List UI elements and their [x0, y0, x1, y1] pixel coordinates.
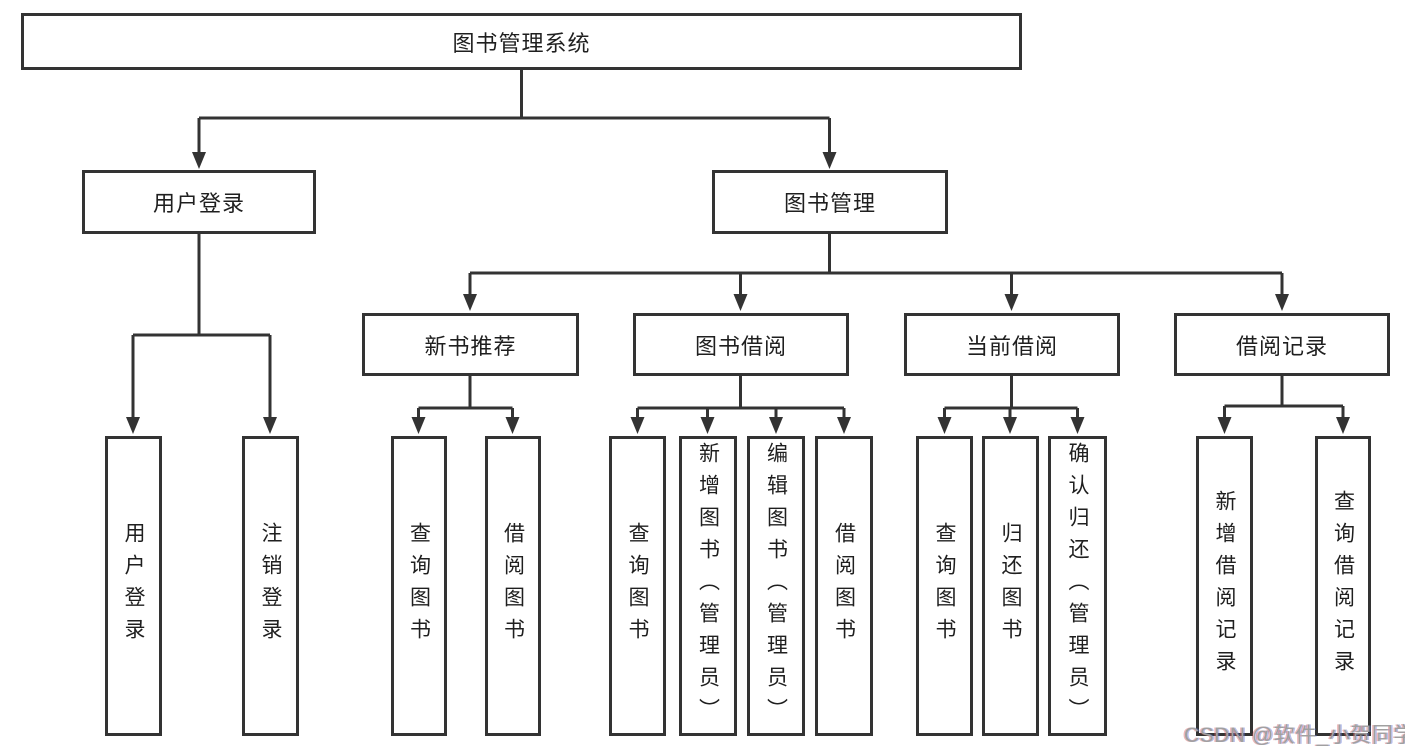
- connector-root-to-level2: [192, 69, 837, 169]
- leaf-confirm-return-admin: 确认归还（管理员）: [1048, 436, 1107, 736]
- connector-book-management-to-level3: [463, 233, 1289, 311]
- watermark: CSDN @软件_小贺同学: [1184, 724, 1405, 747]
- leaf-edit-books-admin: 编辑图书（管理员）: [747, 436, 805, 736]
- connector-current-borrow-children: [937, 375, 1085, 434]
- leaf-return-books: 归还图书: [982, 436, 1039, 736]
- leaf-add-books-admin: 新增图书（管理员）: [679, 436, 737, 736]
- leaf-borrow-books: 借阅图书: [815, 436, 873, 736]
- leaf-logout: 注销登录: [242, 436, 299, 736]
- leaf-query-books-current: 查询图书: [916, 436, 973, 736]
- leaf-query-borrow-record: 查询借阅记录: [1315, 436, 1371, 736]
- node-library-management-system: 图书管理系统: [21, 13, 1022, 70]
- node-book-management: 图书管理: [712, 170, 948, 234]
- connector-user-login-children: [126, 233, 277, 434]
- connector-book-borrow-children: [630, 375, 851, 434]
- node-user-login: 用户登录: [82, 170, 316, 234]
- connector-borrow-records-children: [1217, 375, 1350, 434]
- node-current-borrow: 当前借阅: [904, 313, 1120, 376]
- node-book-borrow: 图书借阅: [633, 313, 849, 376]
- node-borrow-records: 借阅记录: [1174, 313, 1390, 376]
- leaf-add-borrow-record: 新增借阅记录: [1196, 436, 1253, 736]
- leaf-query-books-recommend: 查询图书: [391, 436, 447, 736]
- node-new-book-recommend: 新书推荐: [362, 313, 579, 376]
- leaf-borrow-books-recommend: 借阅图书: [485, 436, 541, 736]
- leaf-query-books-borrow: 查询图书: [609, 436, 666, 736]
- leaf-user-login: 用户登录: [105, 436, 162, 736]
- connector-new-book-recommend-children: [411, 375, 520, 434]
